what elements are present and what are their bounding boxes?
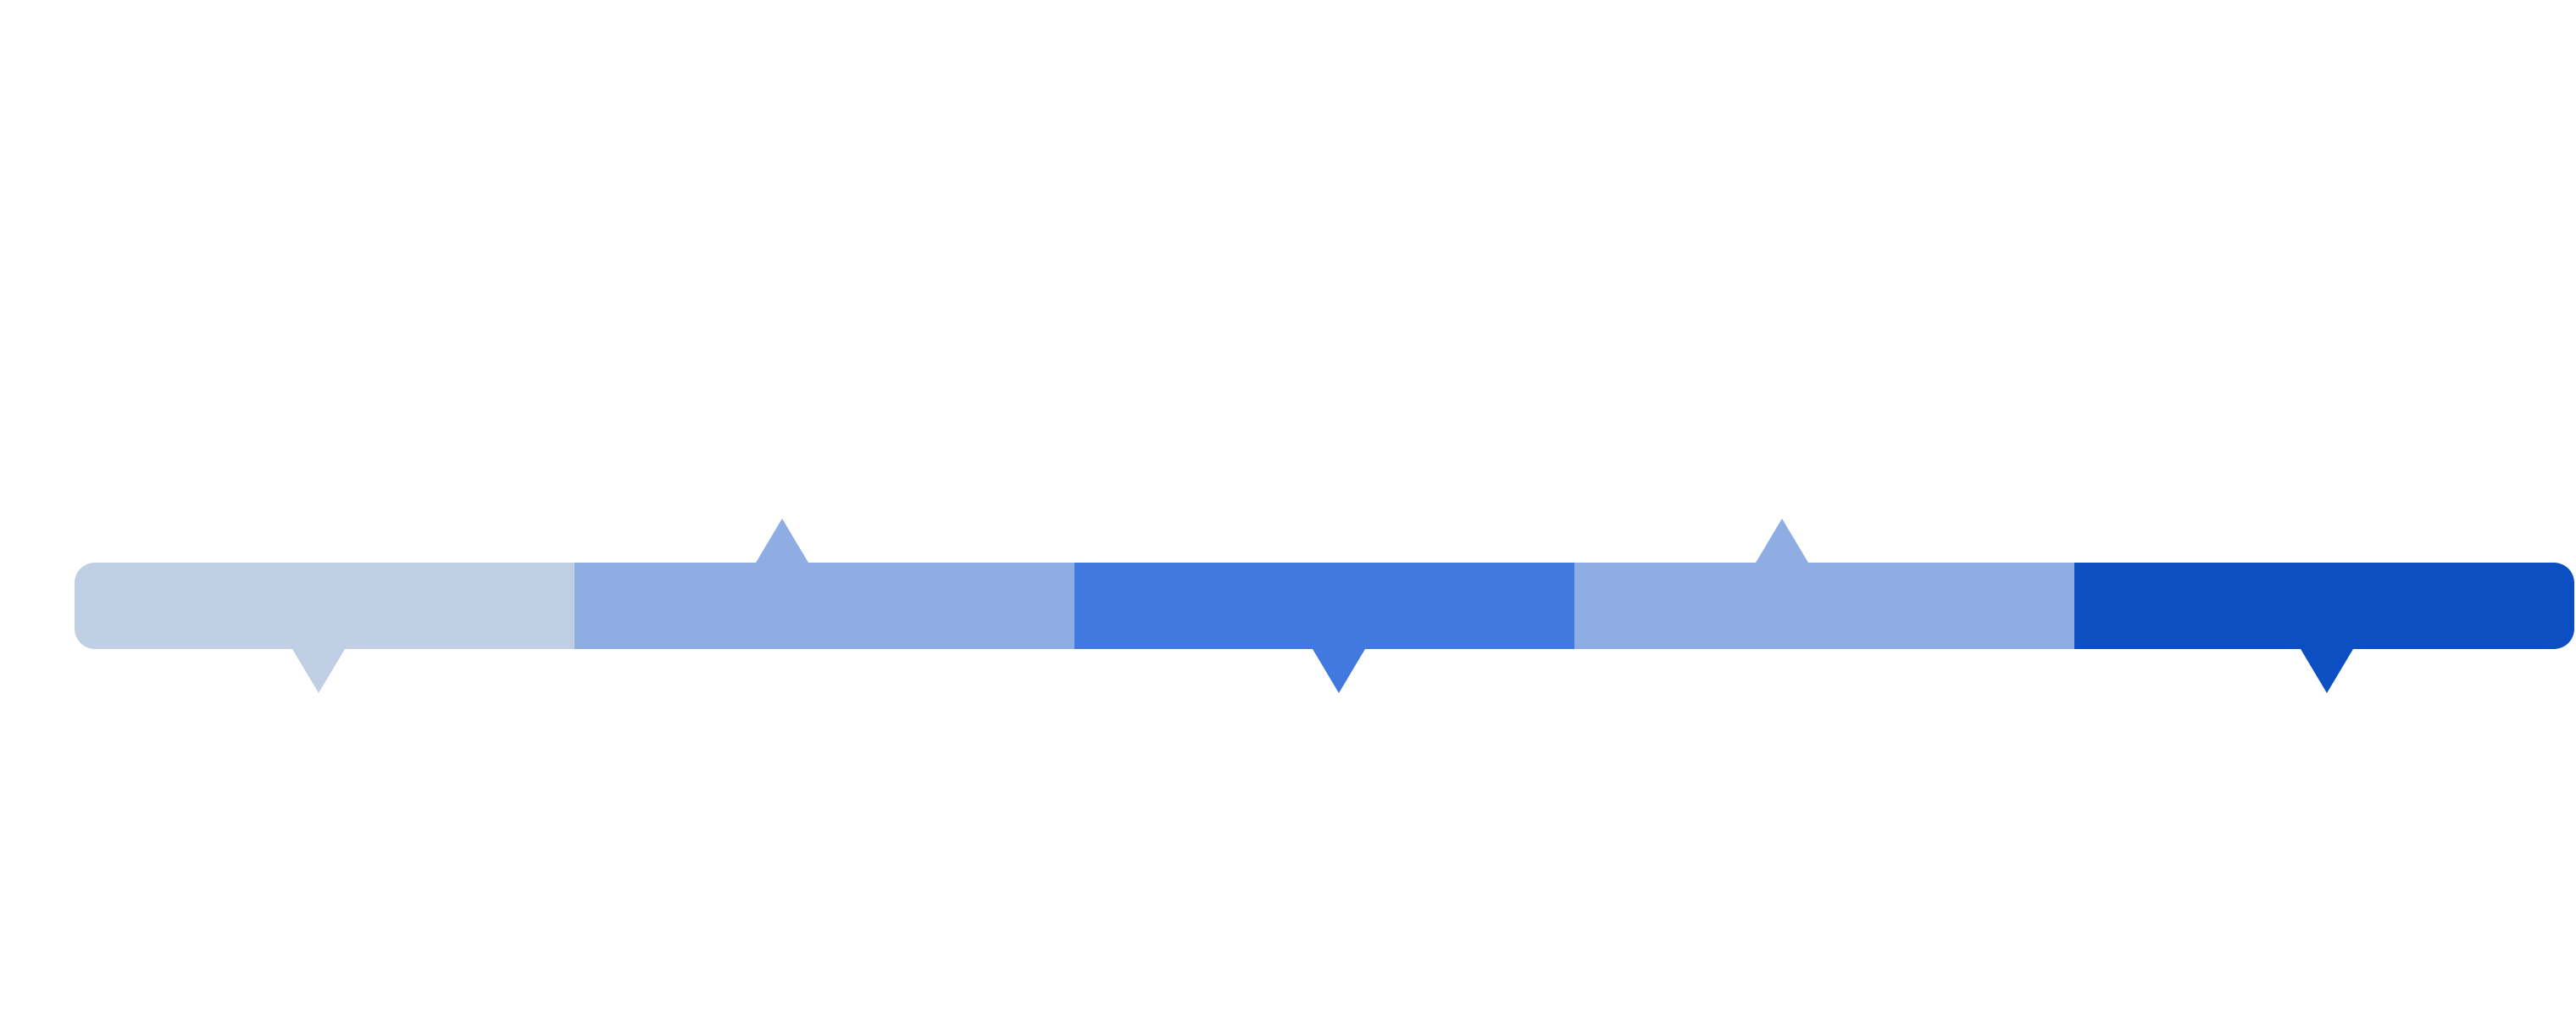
timeline-segment-4 xyxy=(1574,519,2074,649)
timeline-segment-3 xyxy=(1074,563,1574,693)
timeline-marker-1 xyxy=(292,649,345,693)
timeline-marker-3 xyxy=(1313,649,1365,693)
timeline-marker-2 xyxy=(756,519,808,563)
timeline-segment-5 xyxy=(2074,563,2574,693)
timeline-segment-2 xyxy=(575,519,1074,649)
timeline-marker-4 xyxy=(1756,519,1808,563)
timeline-segment-1 xyxy=(75,563,575,693)
timeline-marker-5 xyxy=(2301,649,2353,693)
timeline-bar xyxy=(75,519,2574,693)
